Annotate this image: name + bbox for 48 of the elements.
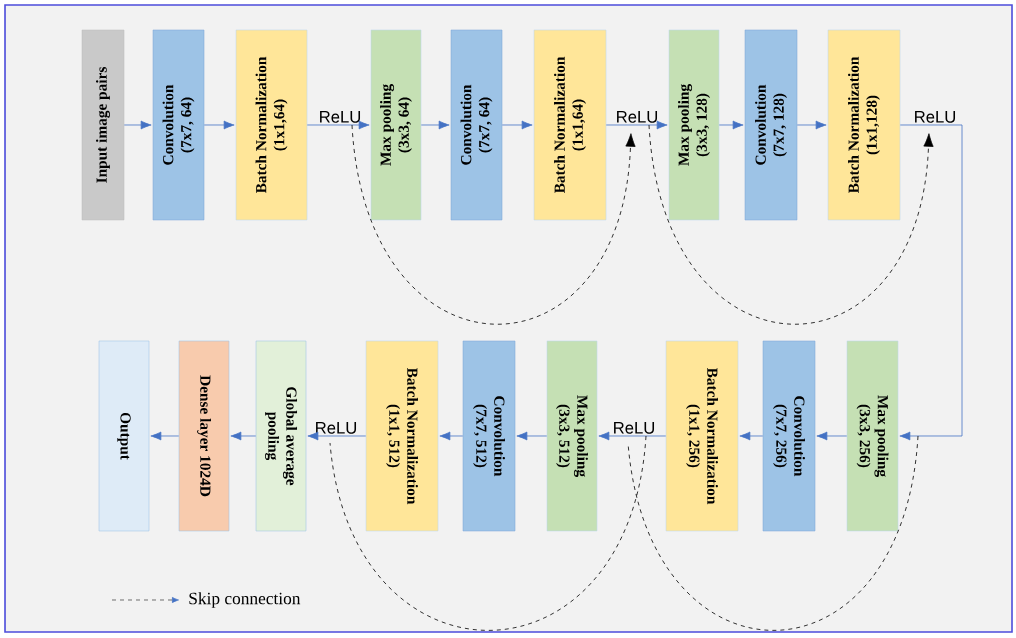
convolution-box: Convolution (7x7, 64) — [450, 29, 503, 221]
arrow — [598, 431, 635, 441]
input-box: Input image pairs — [81, 29, 125, 221]
batch-norm-box: Batch Normalization (1x1, 256) — [665, 340, 739, 532]
relu-label: ReLU — [316, 422, 356, 434]
connector-line — [306, 124, 341, 126]
arrow — [230, 431, 257, 441]
arrow — [718, 120, 744, 130]
batch-norm-box: Batch Normalization (1x1,128) — [827, 29, 901, 221]
connector-line — [633, 435, 667, 437]
convolution-box: Convolution (7x7, 64) — [152, 29, 205, 221]
connector-line — [605, 124, 638, 126]
arrow — [899, 124, 963, 441]
skip-connection-arrow — [648, 124, 934, 325]
batch-norm-box: Batch Normalization (1x1,64) — [235, 29, 308, 221]
max-pooling-box: Max pooling (3x3, 64) — [370, 29, 422, 221]
arrow — [636, 120, 668, 130]
relu-label: ReLU — [320, 111, 360, 123]
skip-connection-arrow — [351, 124, 636, 325]
arrow — [339, 120, 370, 130]
output-box: Output — [98, 340, 150, 532]
batch-norm-box: Batch Normalization (1x1,64) — [533, 29, 607, 221]
arrow — [123, 120, 152, 130]
relu-label: ReLU — [614, 422, 654, 434]
max-pooling-box: Max pooling (3x3, 128) — [668, 29, 720, 221]
connector-line — [335, 435, 367, 437]
global-pooling-box: Global average pooling — [255, 340, 307, 532]
connector-line — [899, 124, 936, 126]
arrow — [420, 120, 450, 130]
arrow — [816, 431, 848, 441]
arrow — [150, 431, 180, 441]
arrow — [739, 431, 764, 441]
max-pooling-box: Max pooling (3x3, 256) — [846, 340, 899, 532]
arrow — [307, 431, 337, 441]
arrow — [796, 120, 827, 130]
max-pooling-box: Max pooling (3x3, 512) — [546, 340, 598, 532]
convolution-box: Convolution (7x7, 128) — [744, 29, 798, 221]
arrow — [516, 431, 548, 441]
relu-label: ReLU — [915, 111, 955, 123]
dense-layer-box: Dense layer 1024D — [178, 340, 230, 532]
batch-norm-box: Batch Normalization (1x1, 512) — [365, 340, 439, 532]
convolution-box: Convolution (7x7, 256) — [762, 340, 816, 532]
legend-text: Skip connection — [189, 592, 301, 608]
convolution-box: Convolution (7x7, 512) — [462, 340, 516, 532]
arrow — [203, 120, 235, 130]
arrow — [501, 120, 533, 130]
arrow — [439, 431, 464, 441]
relu-label: ReLU — [617, 111, 657, 123]
